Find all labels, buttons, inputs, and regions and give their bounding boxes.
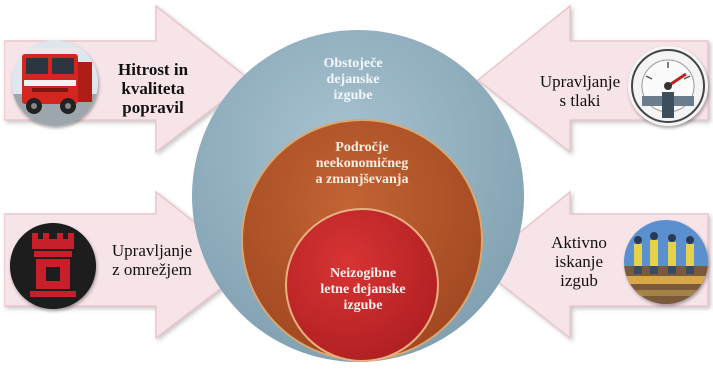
middle-circle-label: Področje neekonomičneg a zmanjševanja xyxy=(315,140,409,188)
network-logo-icon xyxy=(10,223,96,309)
label-bottom-left: Upravljanje z omrežjem xyxy=(111,241,193,280)
pressure-gauge-icon xyxy=(628,46,708,126)
inner-circle-label: Neizogibne letne dejanske izgube xyxy=(320,266,406,314)
outer-circle-label: Obstoječe dejanske izgube xyxy=(323,56,383,104)
fire-truck-icon xyxy=(12,40,98,126)
label-top-right: Upravljanje s tlaki xyxy=(539,72,621,111)
label-bottom-right: Aktivno iskanje izgub xyxy=(551,233,607,291)
label-top-left: Hitrost in kvaliteta popravil xyxy=(117,60,189,118)
inner-circle xyxy=(285,208,439,362)
